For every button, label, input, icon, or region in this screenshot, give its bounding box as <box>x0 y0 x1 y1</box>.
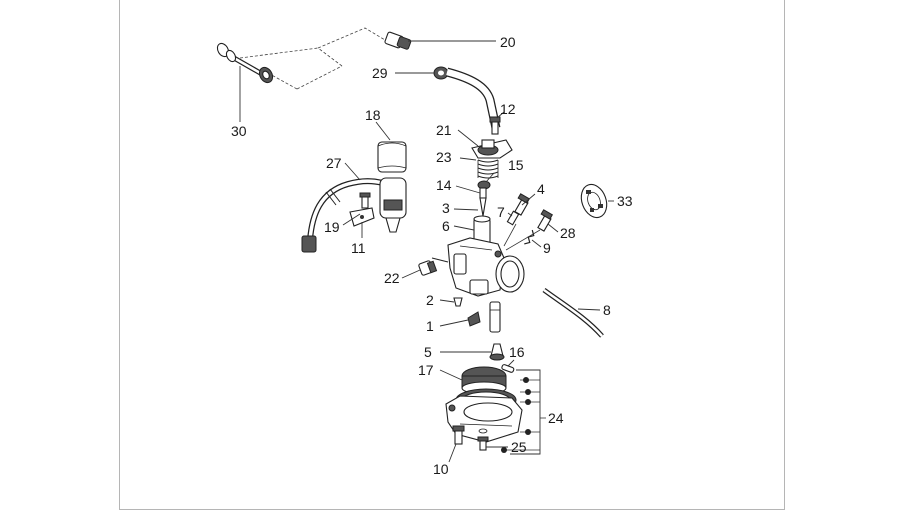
part-filter-18 <box>377 141 407 173</box>
part-bolt-30 <box>216 42 274 84</box>
label-14: 14 <box>436 177 452 193</box>
part-disc-33 <box>580 183 608 219</box>
diagram-frame <box>119 0 785 510</box>
leader-links <box>503 223 541 251</box>
label-27: 27 <box>326 155 342 171</box>
part-screw-19 <box>359 192 371 209</box>
label-25: 25 <box>511 439 527 455</box>
part-pin-16 <box>501 364 515 373</box>
label-19: 19 <box>324 219 340 235</box>
label-16: 16 <box>509 344 525 360</box>
label-2: 2 <box>426 292 434 308</box>
part-screw-10 <box>452 425 465 445</box>
label-28: 28 <box>560 225 576 241</box>
label-5: 5 <box>424 344 432 360</box>
part-fuel-pipe <box>445 67 501 129</box>
part-spring-23 <box>477 159 499 179</box>
label-24: 24 <box>548 410 564 426</box>
label-6: 6 <box>442 218 450 234</box>
label-23: 23 <box>436 149 452 165</box>
label-11: 11 <box>351 240 366 256</box>
part-emulsion-tube <box>489 301 501 333</box>
part-needle-valve-5 <box>489 343 505 361</box>
part-screw-28 <box>537 209 554 232</box>
label-21: 21 <box>436 122 452 138</box>
part-washer-29 <box>433 66 449 80</box>
part-cap-21 <box>471 139 513 159</box>
label-30: 30 <box>231 123 247 139</box>
part-carburettor-body <box>431 237 525 297</box>
part-clip-11 <box>349 207 375 227</box>
part-jet-1 <box>467 311 481 327</box>
label-15: 15 <box>508 157 524 173</box>
part-screw-25 <box>477 428 489 451</box>
label-29: 29 <box>372 65 388 81</box>
part-choke-27 <box>301 177 407 253</box>
part-screw-12 <box>489 116 501 135</box>
label-17: 17 <box>418 362 434 378</box>
part-needle-14 <box>479 187 487 217</box>
label-8: 8 <box>603 302 611 318</box>
label-9: 9 <box>543 240 551 256</box>
part-cap-22 <box>418 260 438 276</box>
label-22: 22 <box>384 270 400 286</box>
label-12: 12 <box>500 101 516 117</box>
label-33: 33 <box>617 193 633 209</box>
label-20: 20 <box>500 34 516 50</box>
leader-lines <box>239 40 614 463</box>
part-float-bowl <box>445 388 523 443</box>
bracket-24 <box>501 369 546 455</box>
label-4: 4 <box>537 181 545 197</box>
part-jet-2 <box>453 297 463 307</box>
label-10: 10 <box>433 461 449 477</box>
label-7: 7 <box>497 204 505 220</box>
part-tube-8 <box>542 287 604 338</box>
part-labels: 20 29 30 12 18 21 23 27 15 14 4 33 3 7 6… <box>231 34 633 477</box>
label-1: 1 <box>426 318 434 334</box>
label-3: 3 <box>442 200 450 216</box>
label-18: 18 <box>365 107 381 123</box>
part-banjo-20 <box>384 31 412 50</box>
